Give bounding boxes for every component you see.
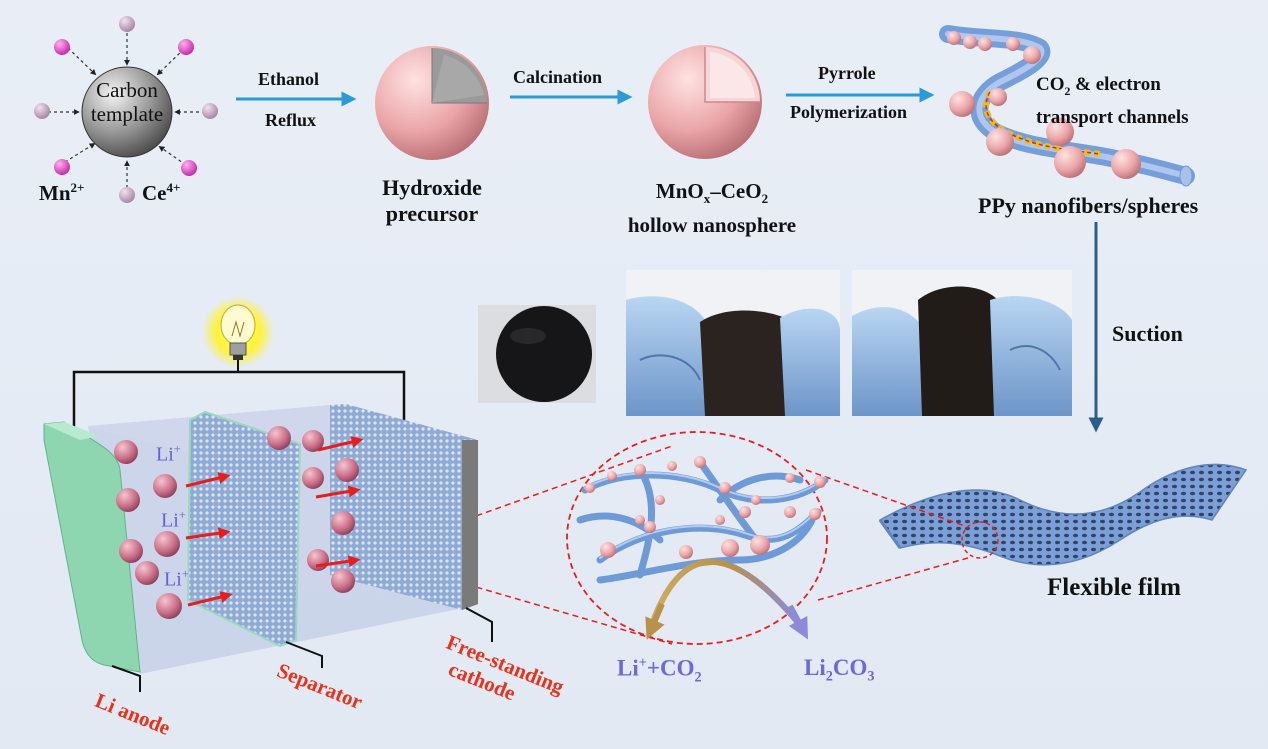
hollow-nanosphere-label: MnOx–CeO2 hollow nanosphere [612, 178, 812, 238]
product-li-sub: 2 [825, 668, 833, 685]
hollow-nanosphere-line2: hollow nanosphere [627, 213, 797, 238]
co2-electron-line: CO2 & electron [1036, 72, 1189, 105]
mn-symbol: Mn [39, 181, 71, 205]
reactant-co2-sub: 2 [694, 669, 702, 686]
bent-film-photo-1 [626, 270, 840, 416]
li-ion-2-charge: + [178, 508, 186, 522]
ceo2-sub: 2 [761, 191, 769, 207]
co2-sub: 2 [1064, 84, 1071, 98]
li-ion-3-base: Li [164, 568, 182, 591]
flexible-film-label: Flexible film [1047, 574, 1181, 601]
reactant-li-charge: + [638, 655, 647, 671]
hydroxide-line1: Hydroxide [382, 175, 482, 200]
transport-channels-label: CO2 & electron transport channels [1036, 72, 1189, 131]
co2-text: CO [1036, 74, 1065, 95]
ceo2-part: –CeO [710, 179, 762, 203]
product-li: Li [804, 655, 826, 680]
li-ion-label-3: Li+ [164, 567, 189, 592]
pyrrole-label: Pyrrole [818, 63, 876, 83]
calcination-label: Calcination [513, 67, 603, 87]
carbon-template-line1: Carbon [96, 78, 158, 102]
li-ion-3-charge: + [181, 567, 189, 581]
flexible-film-sheet [878, 463, 1248, 566]
li-ion-1-charge: + [173, 442, 181, 456]
carbon-template-line2: template [90, 102, 164, 126]
ce-symbol: Ce [142, 181, 167, 205]
transport-channels-line: transport channels [1036, 106, 1189, 128]
ce-ion-label: Ce4+ [142, 181, 180, 204]
reactant-li: Li [617, 655, 639, 681]
polymerization-label: Polymerization [790, 102, 907, 122]
reflux-label: Reflux [265, 110, 316, 130]
battery-cell [43, 296, 493, 692]
product-co: CO [832, 655, 868, 680]
ethanol-label: Ethanol [258, 69, 320, 89]
mnox-sub: x [703, 191, 711, 207]
ppy-nanofibers-label: PPy nanofibers/spheres [978, 193, 1199, 218]
mn-charge: 2+ [70, 180, 85, 195]
hollow-nanosphere [648, 45, 762, 159]
li-ion-1-base: Li [156, 443, 174, 466]
electron-text: & electron [1070, 74, 1161, 95]
product-co3-sub: 3 [867, 668, 875, 685]
ce-charge: 4+ [166, 180, 181, 195]
film-disc-photo [478, 305, 596, 403]
hydroxide-precursor-sphere [375, 46, 489, 160]
mn-ion-label: Mn2+ [39, 181, 84, 204]
zoom-detail [409, 431, 969, 645]
hydroxide-precursor-label: Hydroxide precursor [372, 175, 492, 227]
mnox-ceo2-formula: MnOx–CeO2 [612, 178, 812, 212]
mnox-part: MnO [655, 179, 704, 203]
reactant-label: Li++CO2 [617, 656, 702, 685]
carbon-template-group [34, 16, 218, 203]
li-ion-label-2: Li+ [161, 508, 186, 533]
hydroxide-line2: precursor [385, 201, 479, 226]
carbon-template-label: Carbon template [86, 78, 168, 126]
bent-film-photo-2 [852, 270, 1072, 416]
product-label: Li2CO3 [804, 656, 874, 684]
suction-label: Suction [1112, 321, 1183, 346]
ppy-nanofiber [939, 25, 1195, 187]
reactant-co: +CO [646, 655, 695, 681]
li-ion-2-base: Li [161, 509, 179, 532]
li-ion-label-1: Li+ [156, 442, 181, 467]
